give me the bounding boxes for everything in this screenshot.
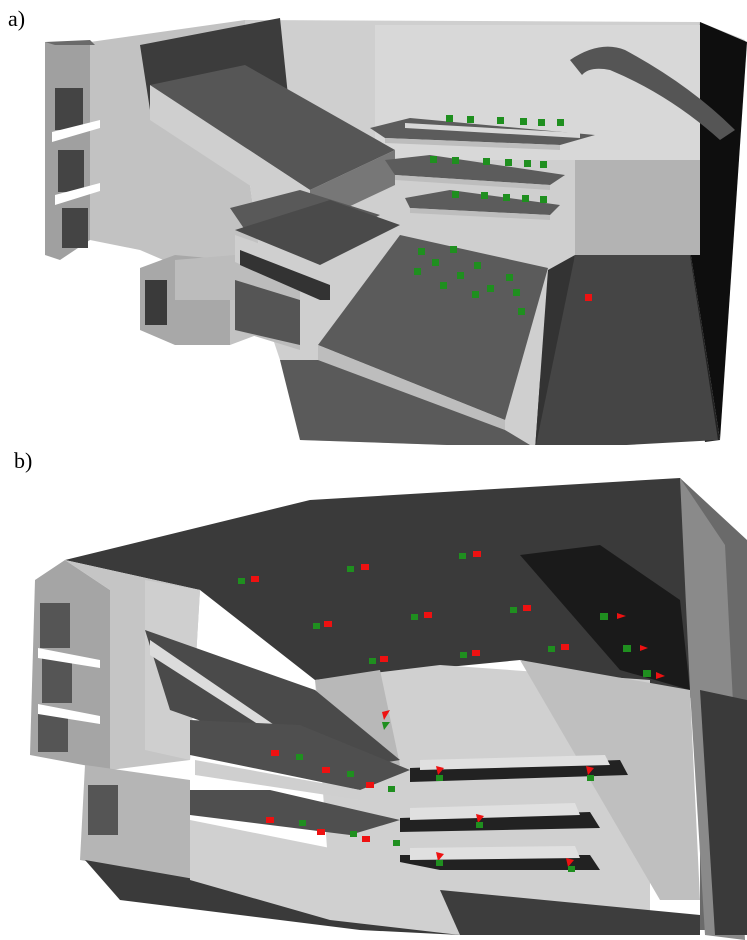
panel-a-render <box>45 18 747 445</box>
panel-a-label: a) <box>8 6 26 31</box>
panel-b-label: b) <box>14 448 33 473</box>
